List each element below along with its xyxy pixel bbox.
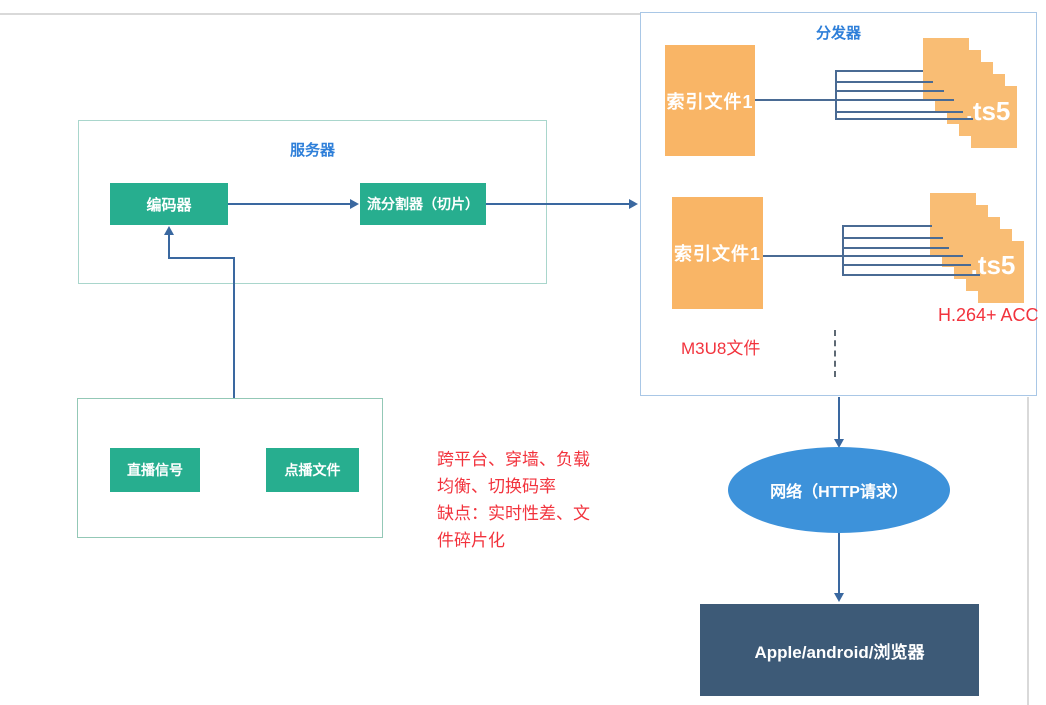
- index-2-to-ts-connector: [763, 255, 963, 257]
- comb-1-spine: [835, 70, 837, 120]
- arrowhead-to-network: [834, 439, 844, 448]
- comb-2-line: [842, 225, 932, 227]
- comb-2-line: [842, 274, 980, 276]
- comb-1-line: [835, 81, 933, 83]
- splitter-node: 流分割器（切片）: [360, 183, 486, 225]
- comb-1-line: [835, 118, 973, 120]
- live-signal-node: 直播信号: [110, 448, 200, 492]
- arrow-distributor-to-network: [838, 397, 840, 440]
- encoder-node: 编码器: [110, 183, 228, 225]
- index-1-to-ts-connector: [755, 99, 954, 101]
- page-edge-line-right: [1027, 397, 1029, 705]
- arrow-encoder-to-splitter: [228, 203, 351, 205]
- arrow-splitter-to-distributor: [486, 203, 630, 205]
- notes-text: 跨平台、穿墙、负载 均衡、切换码率 缺点：实时性差、文 件碎片化: [437, 446, 607, 554]
- comb-2-line: [842, 264, 971, 266]
- ts-stack-2-label: .ts5: [970, 250, 1016, 280]
- notes-line: 均衡、切换码率: [437, 477, 556, 496]
- ts-page: [978, 241, 1024, 303]
- server-group-label: 服务器: [289, 142, 335, 159]
- codec-label: H.264+ ACC: [938, 305, 1039, 325]
- m3u8-label: M3U8文件: [681, 339, 761, 358]
- comb-1-line: [835, 111, 963, 113]
- comb-1-line: [835, 90, 944, 92]
- index-file-1-node: 索引文件1: [665, 45, 755, 156]
- elbow-connector-vertical: [233, 257, 235, 398]
- arrowhead-encoder-to-splitter: [350, 199, 359, 209]
- comb-2-spine: [842, 225, 844, 276]
- distributor-group-label: 分发器: [815, 25, 861, 42]
- notes-line: 件碎片化: [437, 531, 505, 550]
- comb-2-line: [842, 237, 943, 239]
- notes-line: 跨平台、穿墙、负载: [437, 450, 590, 469]
- arrowhead-to-client: [834, 593, 844, 602]
- comb-2-line: [842, 247, 949, 249]
- notes-line: 缺点：实时性差、文: [437, 504, 590, 523]
- elbow-connector-upstem: [168, 235, 170, 259]
- ts-page: [971, 86, 1017, 148]
- ts-stack-1-label: .ts5: [965, 96, 1011, 126]
- network-ellipse: 网络（HTTP请求）: [728, 447, 950, 533]
- vod-file-node: 点播文件: [266, 448, 359, 492]
- index-file-2-node: 索引文件1: [672, 197, 763, 309]
- ellipsis-dots: [834, 330, 836, 377]
- arrowhead-splitter-to-distributor: [629, 199, 638, 209]
- page-edge-line-top: [0, 13, 640, 15]
- arrowhead-to-encoder: [164, 226, 174, 235]
- elbow-connector-horizontal: [168, 257, 235, 259]
- client-node: Apple/android/浏览器: [700, 604, 979, 696]
- comb-1-line: [835, 70, 923, 72]
- arrow-network-to-client: [838, 533, 840, 594]
